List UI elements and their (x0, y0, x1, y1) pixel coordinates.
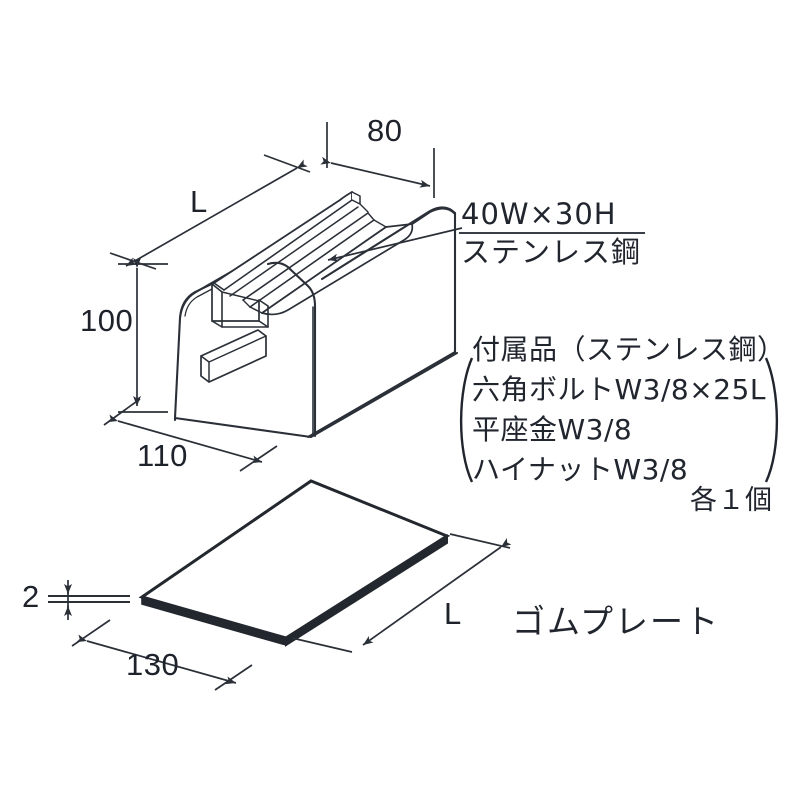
dimension-label-plate-length: L (444, 596, 462, 631)
annotation-channel-underline (459, 232, 645, 234)
annotation-accessory-1: 六角ボルトW3/8×25L (472, 373, 766, 406)
accessories-left-paren (459, 357, 474, 483)
annotation-accessory-qty: 各１個 (690, 485, 773, 516)
dimension-label-plate-thickness: 2 (22, 579, 40, 614)
annotation-channel-material: ステンレス鋼 (461, 235, 642, 269)
annotation-accessory-3: ハイナットW3/8 (472, 453, 689, 486)
dimension-block-height (118, 258, 168, 413)
annotation-accessory-2: 平座金W3/8 (472, 413, 633, 446)
concrete-block-illustration (173, 191, 459, 439)
annotation-channel-size: 40W×30H (461, 197, 617, 231)
accessories-right-paren (764, 357, 779, 483)
dimension-plate-width (71, 619, 253, 691)
dimension-block-base-width (103, 398, 278, 472)
leader-line-channel (327, 227, 463, 262)
dimension-label-block-height: 100 (80, 303, 134, 338)
dimension-label-base-width: 110 (137, 438, 188, 473)
dimension-label-plate-width: 130 (126, 647, 180, 682)
rubber-plate-illustration (138, 479, 451, 647)
annotation-plate-name: ゴムプレート (512, 602, 721, 641)
dimension-block-length (109, 154, 311, 270)
dimension-label-block-length: L (190, 184, 208, 219)
dimension-plate-length (291, 533, 512, 653)
dimension-plate-thickness (48, 580, 130, 620)
dimension-label-top-width: 80 (367, 113, 403, 148)
dimension-80 (320, 122, 435, 198)
annotation-accessories-heading: 付属品（ステンレス鋼） (472, 333, 786, 366)
